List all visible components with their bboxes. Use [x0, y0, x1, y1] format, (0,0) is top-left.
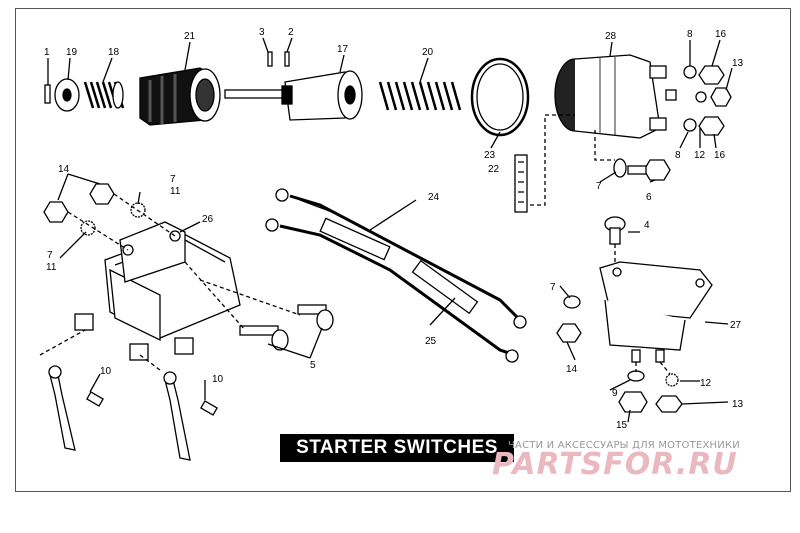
part-wire-lug-right	[163, 371, 218, 461]
part-screw-4	[604, 216, 626, 245]
part-plunger-17	[224, 70, 363, 121]
part-cable-24	[275, 188, 527, 329]
callout: 23	[484, 150, 496, 161]
part-cable-25	[265, 217, 519, 363]
callout: 18	[108, 47, 120, 58]
part-pin-1	[44, 84, 51, 104]
callout: 1	[44, 47, 50, 58]
callout: 10	[212, 374, 224, 385]
callout: 10	[100, 366, 112, 377]
callout: 4	[644, 220, 650, 231]
callout: 11	[170, 186, 181, 197]
part-nut-14a	[43, 201, 69, 223]
part-wire-lug-left	[48, 365, 104, 451]
callout: 7	[550, 282, 556, 293]
part-pin-2	[284, 51, 290, 67]
callout: 16	[714, 150, 726, 161]
callout: 16	[715, 29, 727, 40]
part-relay-27	[599, 261, 713, 363]
callout: 27	[730, 320, 742, 331]
part-screw-5a	[239, 325, 289, 351]
callout: 8	[687, 29, 693, 40]
diagram-frame	[15, 8, 791, 492]
part-housing-21	[139, 67, 221, 126]
callout: 17	[337, 44, 349, 55]
part-lockwasher-11a	[80, 220, 96, 236]
callout: 28	[605, 31, 617, 42]
callout: 7	[47, 250, 53, 261]
part-washer-19	[54, 78, 80, 112]
part-screw-5b	[297, 304, 334, 331]
part-solenoid-28	[554, 54, 732, 139]
callout: 2	[288, 27, 294, 38]
part-washer-9	[627, 370, 645, 382]
callout: 6	[646, 192, 652, 203]
part-nut-13	[655, 395, 683, 413]
callout: 21	[184, 31, 196, 42]
callout: 24	[428, 192, 440, 203]
callout-labels: 1 19 18 21 3 2 17 20 28 8 16 13 23 22 7 …	[44, 27, 744, 431]
part-bolt-6	[627, 159, 671, 181]
watermark-subtitle: ЧАСТИ И АКСЕССУАРЫ ДЛЯ МОТОТЕХНИКИ	[508, 440, 740, 451]
callout: 13	[732, 399, 744, 410]
part-nut-14b	[89, 183, 115, 205]
part-relay-26	[74, 221, 241, 361]
watermark-logo: PARTSFOR.RU	[492, 447, 738, 482]
part-bracket-22	[514, 154, 528, 213]
callout: 20	[422, 47, 434, 58]
part-oring-23	[470, 57, 530, 137]
callout: 13	[732, 58, 744, 69]
callout: 11	[46, 262, 57, 273]
callout: 7	[596, 181, 602, 192]
part-nut-14-right	[556, 323, 582, 343]
part-spring-18	[83, 81, 125, 109]
part-nut-15	[618, 391, 648, 413]
callout: 25	[425, 336, 437, 347]
part-washer-7-top	[613, 158, 627, 178]
callout: 19	[66, 47, 78, 58]
part-pin-3	[267, 51, 273, 67]
callout: 3	[259, 27, 265, 38]
callout: 14	[58, 164, 70, 175]
part-spring-20	[378, 81, 462, 111]
callout: 8	[675, 150, 681, 161]
callout: 7	[170, 174, 176, 185]
callout: 14	[566, 364, 578, 375]
part-lockwasher-12	[665, 373, 679, 387]
part-washer-7-right	[563, 295, 581, 309]
callout: 12	[700, 378, 712, 389]
callout: 26	[202, 214, 214, 225]
callout: 12	[694, 150, 706, 161]
callout: 15	[616, 420, 628, 431]
callout: 22	[488, 164, 500, 175]
diagram-title: STARTER SWITCHES	[280, 434, 514, 462]
callout: 5	[310, 360, 316, 371]
callout: 9	[612, 388, 618, 399]
